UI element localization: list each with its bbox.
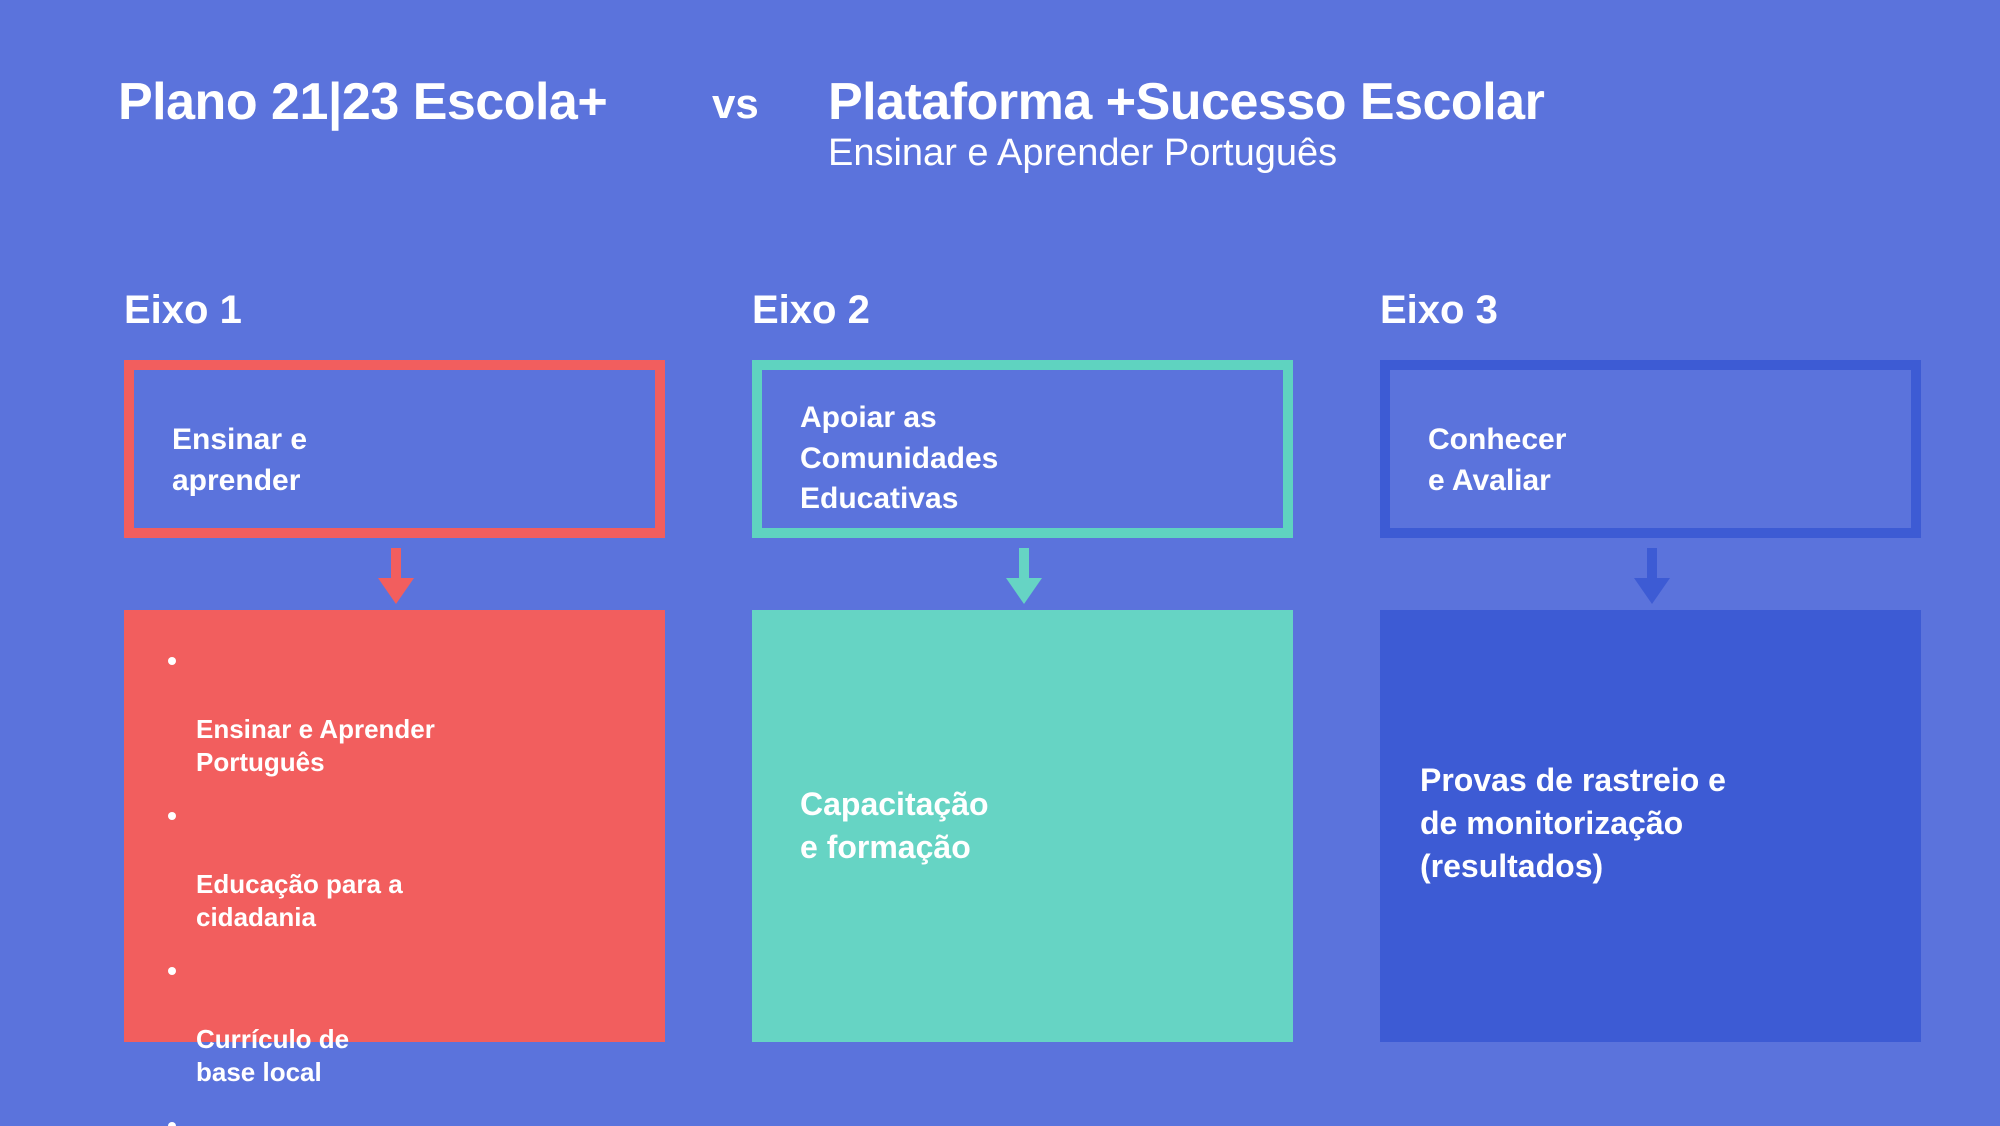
list-item: Currículo de base local	[166, 956, 641, 1089]
eixo-3-top-box-text: Conhecer e Avaliar	[1428, 423, 1567, 497]
eixo-2-top-box-text: Apoiar as Comunidades Educativas	[800, 401, 999, 515]
bullet-dot-icon	[168, 1122, 176, 1126]
list-item-label: Currículo de base local	[196, 1023, 350, 1087]
versus-label: vs	[712, 80, 759, 127]
bullet-dot-icon	[168, 812, 176, 821]
eixo-1-top-box: Ensinar e aprender	[124, 360, 665, 538]
column-eixo-2: Eixo 2 Apoiar as Comunidades Educativas …	[752, 0, 1297, 1126]
arrow-down-blue-icon	[1634, 548, 1670, 604]
column-eixo-3: Eixo 3 Conhecer e Avaliar Provas de rast…	[1380, 0, 1925, 1126]
subtitle-ensinar-aprender-portugues: Ensinar e Aprender Português	[828, 132, 1338, 174]
eixo-1-bullet-list: Ensinar e Aprender Português Educação pa…	[166, 646, 641, 1126]
slide-header: Plano 21|23 Escola+ vs Plataforma +Suces…	[0, 0, 2000, 200]
eixo-3-bottom-box: Provas de rastreio e de monitorização (r…	[1380, 610, 1921, 1042]
eixo-2-top-box: Apoiar as Comunidades Educativas	[752, 360, 1293, 538]
list-item: Ensinar e Aprender Português	[166, 646, 641, 779]
eixo-3-label: Eixo 3	[1380, 288, 1498, 332]
list-item: Mural	[166, 1111, 641, 1126]
bullet-dot-icon	[168, 967, 176, 976]
column-eixo-1: Eixo 1 Ensinar e aprender Ensinar e Apre…	[124, 0, 669, 1126]
list-item-label: Educação para a cidadania	[196, 868, 403, 932]
eixo-3-top-box: Conhecer e Avaliar	[1380, 360, 1921, 538]
eixo-1-top-box-text: Ensinar e aprender	[172, 423, 308, 497]
arrow-down-red-icon	[378, 548, 414, 604]
list-item-label: Ensinar e Aprender Português	[196, 713, 435, 777]
eixo-2-bottom-box-text: Capacitação e formação	[800, 786, 989, 865]
bullet-dot-icon	[168, 657, 176, 665]
title-plataforma-sucesso: Plataforma +Sucesso Escolar	[828, 73, 1545, 131]
arrow-down-teal-icon	[1006, 548, 1042, 604]
eixo-1-bottom-box: Ensinar e Aprender Português Educação pa…	[124, 610, 665, 1126]
list-item: Educação para a cidadania	[166, 801, 641, 934]
eixo-2-bottom-box: Capacitação e formação	[752, 610, 1293, 1042]
eixo-3-bottom-box-text: Provas de rastreio e de monitorização (r…	[1420, 762, 1726, 884]
eixo-2-label: Eixo 2	[752, 288, 870, 332]
eixo-1-label: Eixo 1	[124, 288, 242, 332]
title-plano-escola: Plano 21|23 Escola+	[118, 73, 608, 131]
